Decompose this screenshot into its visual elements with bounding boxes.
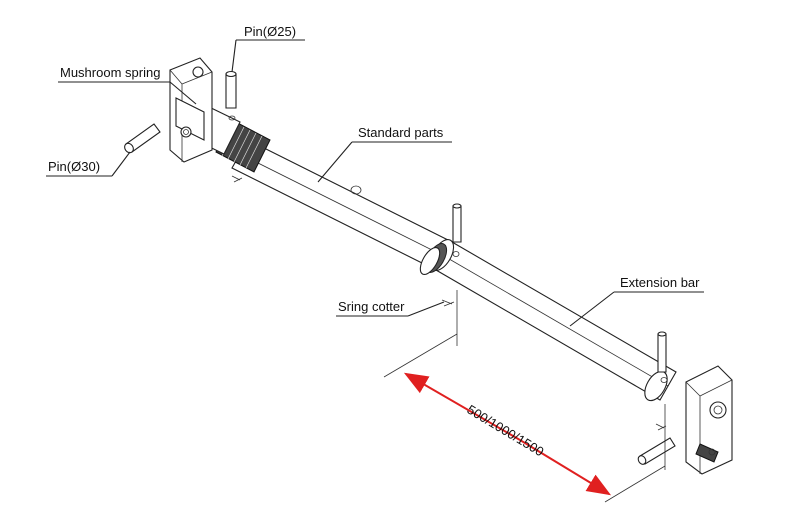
spring-cotter-middle: [441, 299, 455, 307]
label-spring-cotter: Sring cotter: [338, 299, 405, 314]
joint-collar: [419, 239, 460, 276]
label-standard-parts: Standard parts: [358, 125, 444, 140]
extension-bar: [435, 241, 677, 401]
dim-arrow-left: [403, 372, 521, 441]
dimension: [383, 290, 666, 503]
dim-tick-right: [604, 465, 666, 503]
right-pin: [657, 331, 667, 373]
dim-arrow-right: [519, 439, 612, 496]
label-pin-25: Pin(Ø25): [244, 24, 296, 39]
leader-standard: [317, 141, 353, 183]
label-extension-bar: Extension bar: [620, 275, 700, 290]
pin-30: [124, 123, 161, 154]
dim-tick-left: [383, 333, 458, 378]
leader-pin-25: [231, 39, 237, 73]
spring-cotter-left: [231, 175, 243, 183]
leader-lines: [46, 39, 704, 327]
leader-mushroom: [169, 81, 197, 105]
leader-pin-30: [111, 151, 131, 177]
left-bracket: [169, 57, 213, 163]
label-mushroom-spring: Mushroom spring: [60, 65, 160, 80]
right-bracket: [685, 365, 733, 475]
pin-25: [225, 70, 237, 109]
label-dimension: 500/1000/1500: [464, 402, 546, 460]
tube-hole: [350, 185, 362, 195]
standard-parts-tube: [231, 139, 453, 271]
right-collar: [644, 370, 668, 402]
leader-cotter: [407, 301, 445, 317]
middle-pin: [452, 203, 462, 243]
label-pin-30: Pin(Ø30): [48, 159, 100, 174]
spring-cotter-right: [655, 423, 667, 431]
leader-extension: [569, 291, 615, 327]
right-loose-pin: [637, 437, 676, 465]
